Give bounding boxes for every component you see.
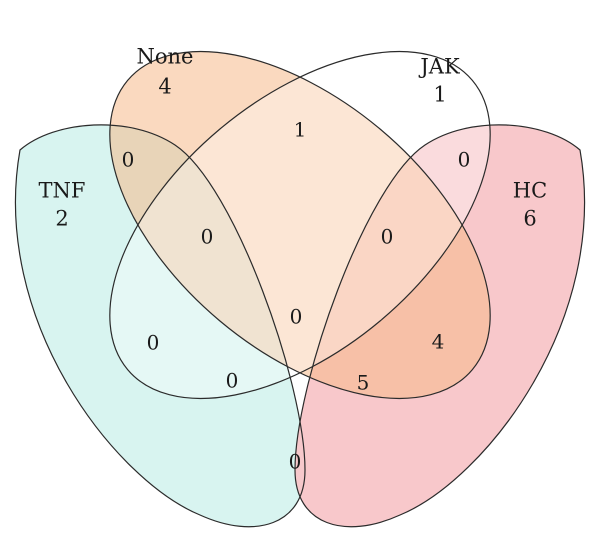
region-none-jak-hc: 0 bbox=[381, 225, 394, 249]
tnf-set-total: 2 bbox=[55, 207, 68, 231]
jak-set-total: 1 bbox=[433, 83, 446, 107]
region-none-jak-tnf: 0 bbox=[201, 225, 214, 249]
region-none-tnf-hc: 5 bbox=[357, 371, 370, 395]
region-tnf-jak: 0 bbox=[147, 331, 160, 355]
region-jak-hc: 0 bbox=[458, 148, 471, 172]
jak-set-name: JAK bbox=[418, 55, 460, 79]
region-none-tnf: 0 bbox=[122, 148, 135, 172]
region-all-four: 0 bbox=[290, 305, 303, 329]
region-tnf-hc: 0 bbox=[289, 450, 302, 474]
region-none-hc: 4 bbox=[432, 330, 445, 354]
none-set-name: None bbox=[137, 45, 194, 69]
none-set-total: 4 bbox=[158, 75, 171, 99]
hc-set-total: 6 bbox=[523, 207, 536, 231]
tnf-set-name: TNF bbox=[39, 179, 86, 203]
region-tnf-jak-hc: 0 bbox=[226, 369, 239, 393]
region-none-jak: 1 bbox=[294, 118, 307, 142]
hc-set-name: HC bbox=[513, 179, 547, 203]
set-fills bbox=[15, 0, 585, 527]
